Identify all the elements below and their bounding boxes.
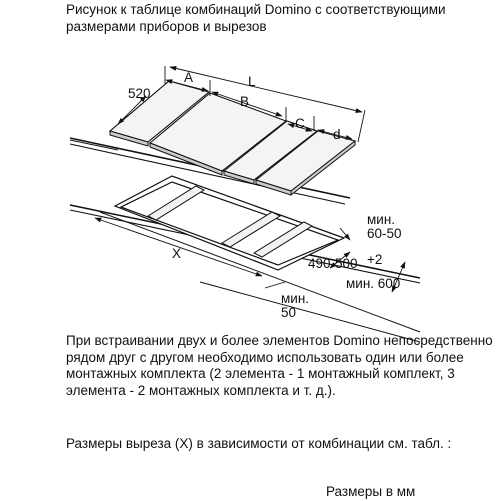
units-note: Размеры в мм — [326, 484, 416, 499]
label-min-value: 60-50 — [367, 226, 402, 241]
hob-front-faces — [109, 130, 356, 197]
cutout-size-note: Размеры выреза (X) в зависимости от комб… — [66, 436, 452, 451]
label-b: B — [240, 94, 249, 109]
label-c: C — [295, 116, 305, 131]
label-x: X — [172, 246, 181, 261]
dimension-lines-top — [117, 66, 366, 143]
dimension-lines-bottom — [94, 217, 406, 293]
label-min-600: мин. 600 — [346, 276, 400, 291]
hob-row — [108, 80, 357, 192]
figure-caption: Рисунок к таблице комбинаций Domino с со… — [66, 2, 446, 34]
label-cutout-depth-tolerance: +2 — [367, 252, 382, 267]
label-cutout-depth: 490-500 — [308, 256, 358, 271]
label-min-50-value: 50 — [281, 305, 296, 320]
label-min: мин. — [367, 212, 395, 227]
label-min-50: мин. — [281, 291, 309, 306]
label-d: d — [333, 127, 341, 142]
label-l: L — [248, 74, 256, 89]
label-depth: 520 — [128, 86, 151, 101]
installation-note: При встраивании двух и более элементов D… — [66, 333, 493, 398]
label-a: A — [184, 70, 193, 85]
